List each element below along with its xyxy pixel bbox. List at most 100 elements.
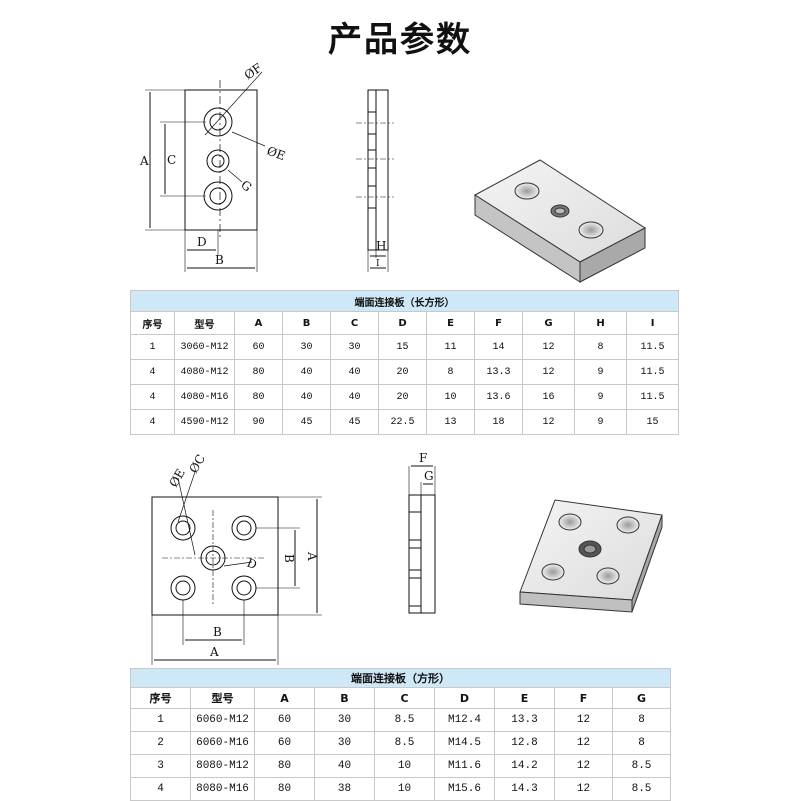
table-cell: 1 [130,334,175,360]
dim-label-c: C [167,153,176,167]
table-cell: 11 [426,334,475,360]
table-cell: 10 [426,384,475,410]
table-cell: 12 [522,409,575,435]
table-cell: 3060-M12 [174,334,235,360]
table-cell: 40 [330,359,379,385]
table-cell: 11.5 [625,359,680,385]
square-plate-front-view [151,471,322,665]
table-cell: 40 [330,384,379,410]
table-cell: M14.5 [434,731,495,755]
square-table-caption: 端面连接板（方形） [129,668,672,688]
table-cell: 8.5 [374,708,435,732]
table-cell: 30 [330,334,379,360]
dim-label-b: B [215,253,224,267]
table-cell: 60 [234,334,283,360]
table-cell: 8.5 [374,731,435,755]
dim-label-d: D [197,235,207,249]
square-plate-3d-view [519,499,663,613]
table-cell: 14 [474,334,523,360]
table-cell: 4 [130,409,175,435]
table-cell: 3 [130,754,191,778]
dim-label-f: ØF [242,61,265,83]
rect-table-caption: 端面连接板（长方形） [129,290,680,312]
table-cell: 20 [378,359,427,385]
table-cell: 12 [554,754,613,778]
table-cell: 30 [314,708,375,732]
column-header: E [494,687,555,709]
table-cell: 4590-M12 [174,409,235,435]
table-cell: 40 [314,754,375,778]
table-cell: 6060-M12 [190,708,255,732]
table-cell: 1 [130,708,191,732]
table-cell: 45 [282,409,331,435]
table-cell: 8.5 [611,754,672,778]
column-header: 序号 [130,311,175,335]
column-header: C [374,687,435,709]
column-header: E [426,311,475,335]
sq-dim-label-a-vertical: A [305,551,319,561]
table-cell: 9 [574,384,627,410]
column-header: A [254,687,315,709]
table-cell: 4 [130,777,191,801]
column-header: A [234,311,283,335]
table-cell: M11.6 [434,754,495,778]
table-cell: 6060-M16 [190,731,255,755]
table-cell: 90 [234,409,283,435]
column-header: B [282,311,331,335]
table-cell: 9 [574,359,627,385]
column-header: G [522,311,575,335]
table-cell: 80 [234,384,283,410]
column-header: D [434,687,495,709]
sq-dim-label-a: A [209,645,219,659]
table-cell: 14.2 [494,754,555,778]
table-cell: 45 [330,409,379,435]
column-header: G [611,687,672,709]
column-header: 型号 [174,311,235,335]
column-header: F [554,687,613,709]
sq-dim-label-g: G [424,469,434,483]
rect-plate-front-view [145,71,266,272]
table-cell: 60 [254,708,315,732]
table-cell: 8.5 [611,777,672,801]
dim-label-e: ØE [265,144,287,164]
table-cell: 40 [282,384,331,410]
table-cell: 13.6 [474,384,523,410]
dim-label-g: G [238,178,254,195]
column-header: F [474,311,523,335]
table-cell: 10 [374,777,435,801]
table-cell: 13 [426,409,475,435]
column-header: I [625,311,680,335]
table-cell: 4 [130,359,175,385]
table-cell: 40 [282,359,331,385]
table-cell: 80 [254,777,315,801]
table-cell: 8080-M12 [190,754,255,778]
dim-label-i: I [376,259,380,269]
table-cell: 20 [378,384,427,410]
table-cell: M12.4 [434,708,495,732]
column-header: 序号 [130,687,191,709]
sq-dim-label-e: ØE [166,466,187,489]
table-cell: 30 [314,731,375,755]
table-cell: 12.8 [494,731,555,755]
table-cell: 2 [130,731,191,755]
rect-table-header-row: 序号 型号 A B C D E F G H I [130,311,680,335]
table-cell: 12 [522,359,575,385]
table-cell: 12 [522,334,575,360]
column-header: B [314,687,375,709]
table-cell: 18 [474,409,523,435]
sq-dim-label-d: D [245,556,259,572]
table-cell: 10 [374,754,435,778]
column-header: 型号 [190,687,255,709]
table-cell: 14.3 [494,777,555,801]
